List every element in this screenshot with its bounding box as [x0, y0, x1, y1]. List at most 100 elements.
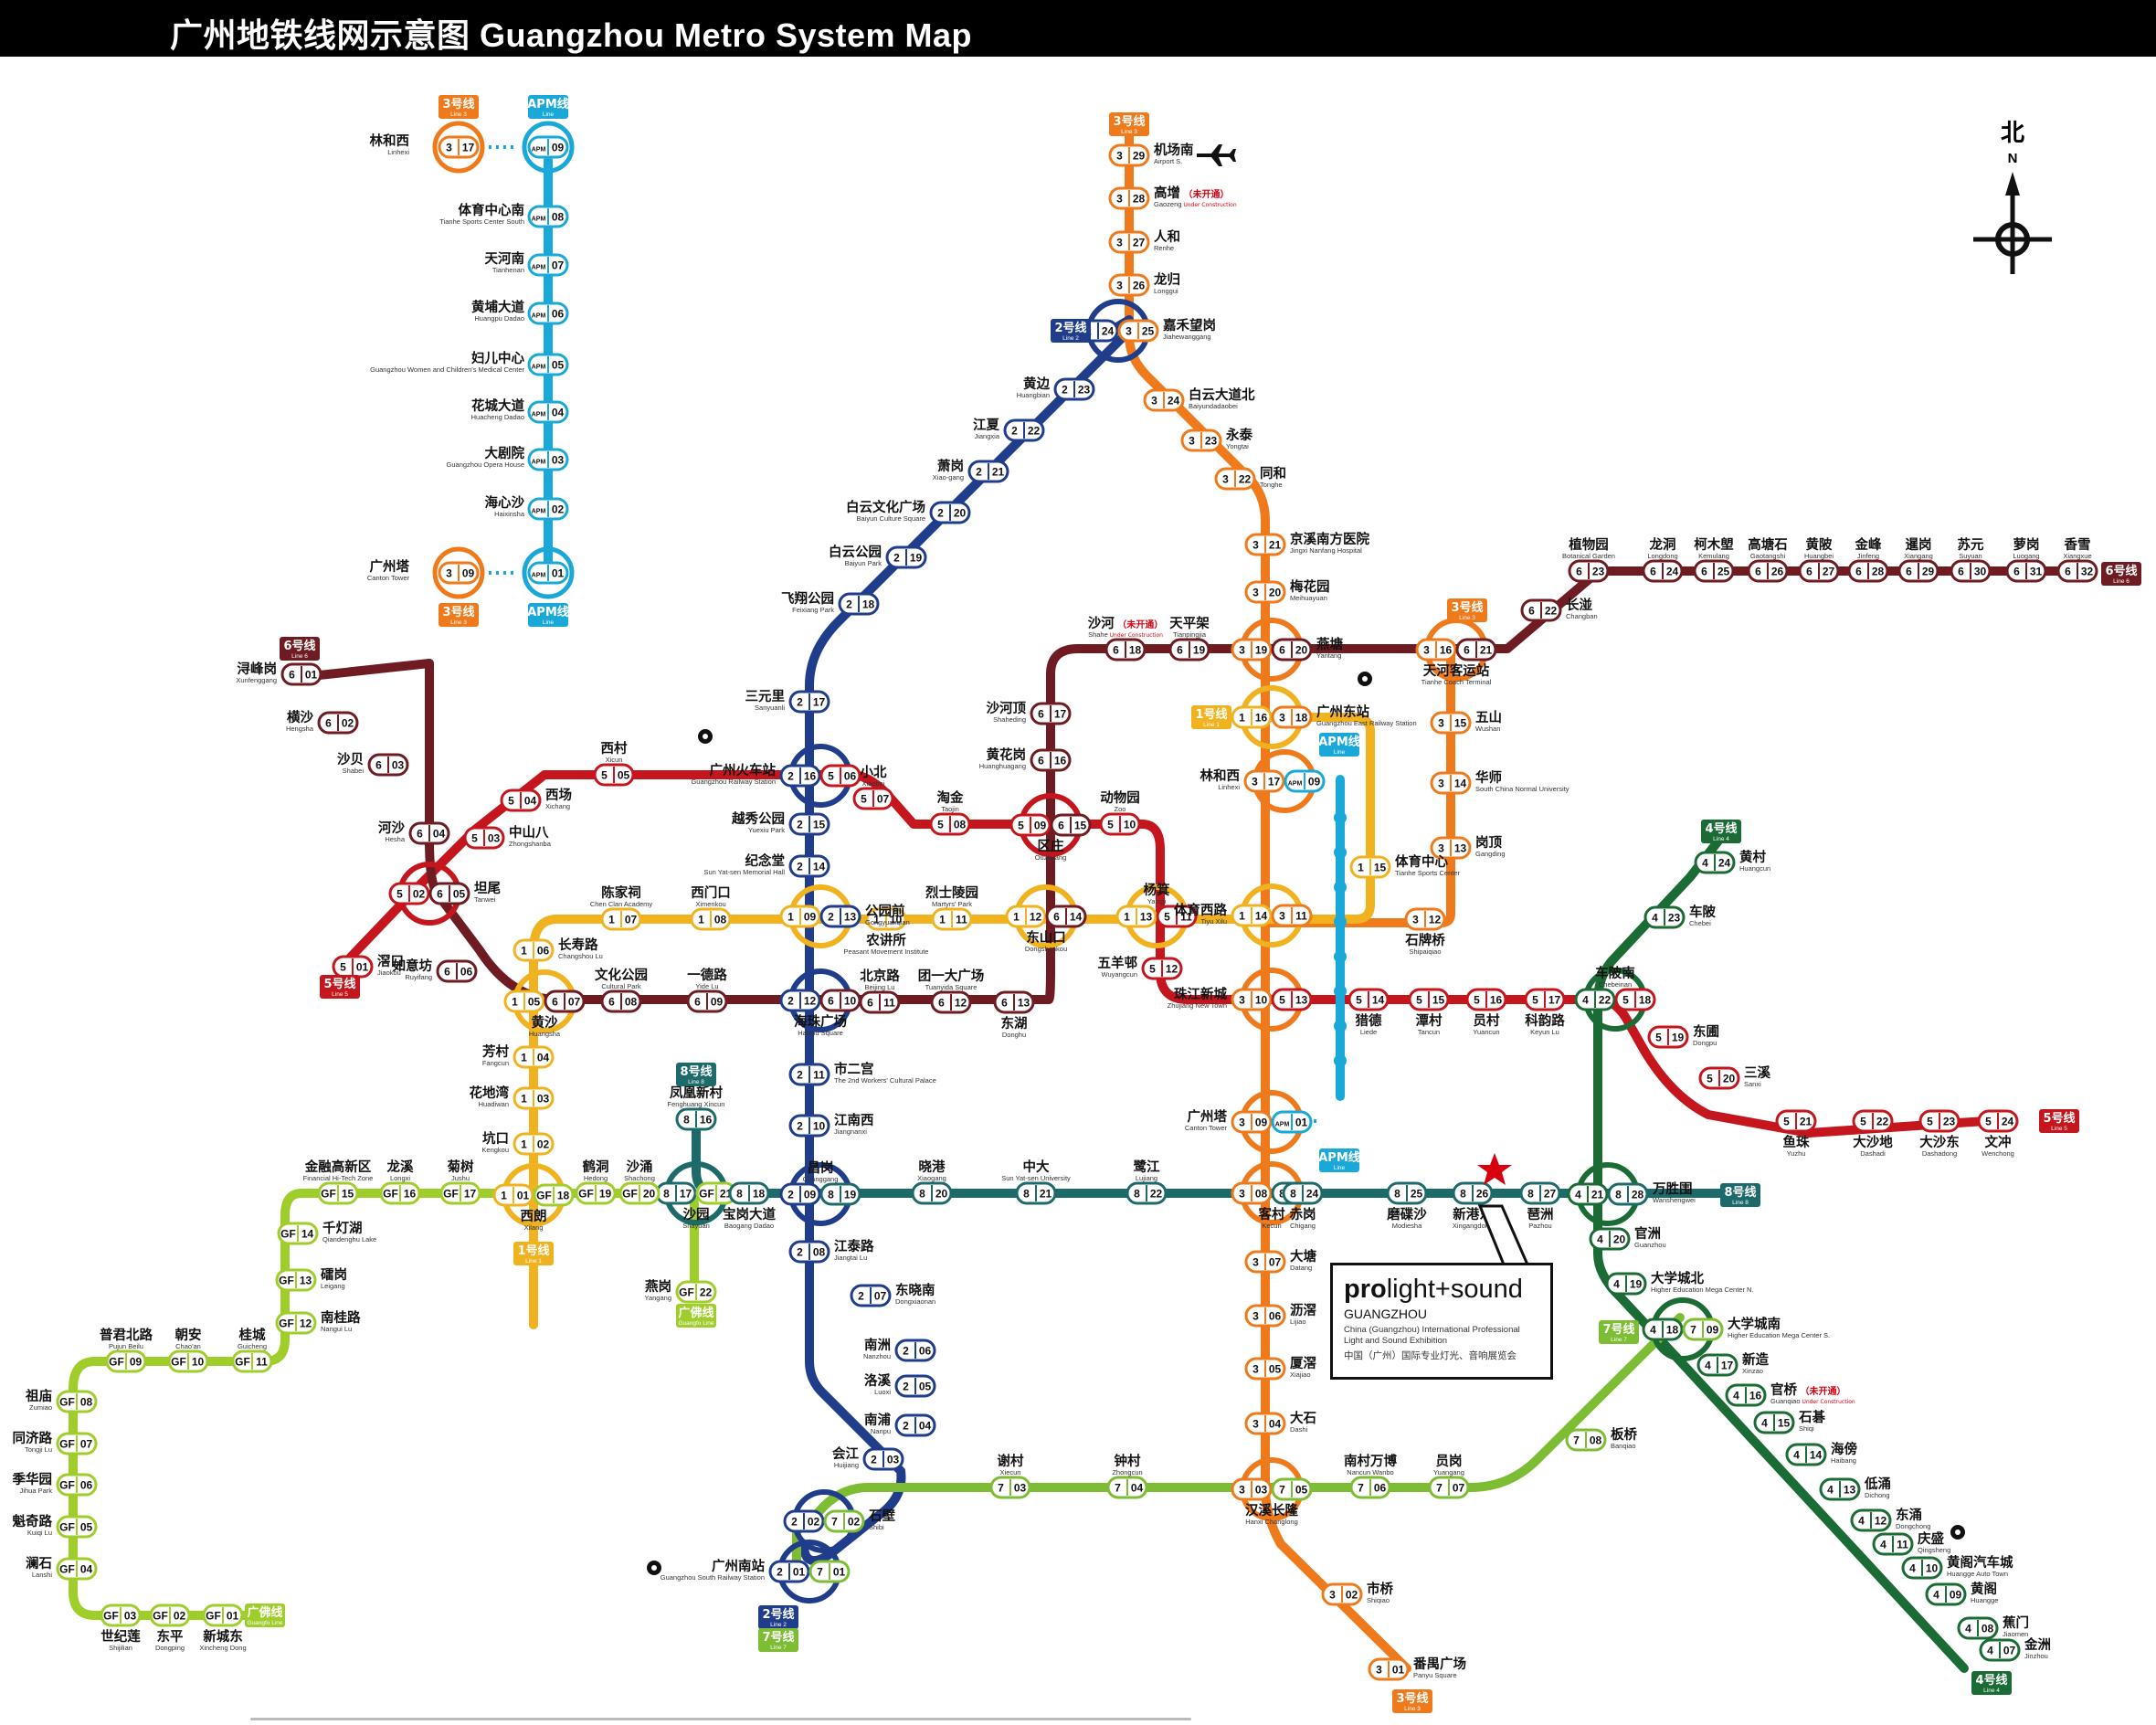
station[interactable]: GF13 — [275, 1268, 317, 1292]
station[interactable]: GF06 — [56, 1473, 98, 1497]
station[interactable]: GF12 — [275, 1311, 317, 1335]
station[interactable]: 624 — [1642, 559, 1684, 583]
station[interactable]: 631 — [2005, 559, 2047, 583]
apm-inset-station[interactable]: APM05 — [527, 353, 569, 376]
station[interactable]: 704 — [1106, 1476, 1148, 1499]
station[interactable]: GF10 — [167, 1349, 209, 1373]
station[interactable]: 816 — [675, 1107, 717, 1131]
station[interactable]: 818 — [728, 1181, 770, 1205]
station[interactable]: 217 — [788, 690, 830, 714]
station[interactable]: 108 — [690, 907, 732, 931]
station[interactable]: 412 — [1850, 1508, 1892, 1532]
station[interactable]: 501 — [332, 955, 374, 979]
station[interactable]: 617 — [1030, 702, 1072, 725]
station[interactable]: 616 — [1030, 748, 1072, 772]
station[interactable]: 604 — [408, 821, 450, 845]
station[interactable]: 303705 — [1231, 1457, 1313, 1521]
station[interactable]: 603 — [367, 753, 409, 777]
station[interactable]: 523 — [1918, 1109, 1960, 1133]
station[interactable]: 507 — [852, 787, 894, 810]
station[interactable]: 508 — [929, 812, 971, 836]
station[interactable]: 421828 — [1567, 1162, 1649, 1226]
station[interactable]: 329 — [1108, 143, 1150, 167]
station[interactable]: 203 — [862, 1447, 904, 1471]
station[interactable]: 524 — [1977, 1109, 2019, 1133]
station[interactable]: 625 — [1693, 559, 1735, 583]
station[interactable]: 612 — [930, 990, 972, 1014]
station[interactable]: 820 — [911, 1181, 953, 1205]
apm-inset-station[interactable]: APM06 — [527, 302, 569, 325]
station[interactable]: GF03 — [100, 1603, 142, 1627]
station[interactable]: 220 — [929, 501, 971, 524]
station[interactable]: 314 — [1430, 771, 1472, 795]
station[interactable]: 105607 — [503, 969, 586, 1033]
station[interactable]: 408 — [1957, 1616, 1999, 1640]
station[interactable]: GF04 — [56, 1557, 98, 1581]
station[interactable]: 415 — [1753, 1411, 1795, 1434]
station[interactable]: 413 — [1819, 1477, 1861, 1501]
station[interactable]: GF15 — [317, 1181, 359, 1205]
station[interactable]: 613 — [993, 990, 1035, 1014]
station[interactable]: 515 — [1408, 988, 1450, 1011]
station[interactable]: GF20 — [618, 1181, 661, 1205]
station[interactable]: 211 — [788, 1063, 830, 1086]
station[interactable]: 312 — [1404, 907, 1446, 931]
station[interactable]: GF17 — [439, 1181, 481, 1205]
station[interactable]: 309APM01 — [1231, 1090, 1313, 1154]
station[interactable]: 302 — [1321, 1582, 1363, 1606]
station[interactable]: 817GF21 — [655, 1161, 737, 1225]
station[interactable]: 628 — [1847, 559, 1889, 583]
station[interactable]: 602 — [317, 711, 359, 735]
station[interactable]: 522 — [1852, 1109, 1894, 1133]
station[interactable]: 221 — [967, 460, 1009, 483]
station[interactable]: 301 — [1368, 1657, 1410, 1681]
station[interactable]: 510 — [1099, 812, 1141, 836]
station[interactable]: 216506 — [779, 744, 861, 808]
station[interactable]: 821 — [1015, 1181, 1057, 1205]
station[interactable]: 222 — [1003, 418, 1045, 442]
station[interactable]: 324 — [1143, 388, 1185, 412]
station[interactable]: 618 — [1104, 638, 1147, 661]
station[interactable]: 826 — [1452, 1181, 1494, 1205]
station[interactable]: 424 — [1694, 851, 1736, 874]
station[interactable]: 626 — [1747, 559, 1789, 583]
station[interactable]: 505 — [593, 763, 635, 787]
station[interactable]: 304 — [1244, 1412, 1286, 1435]
station[interactable]: 423 — [1643, 905, 1686, 929]
station[interactable]: 215 — [788, 812, 830, 836]
station[interactable]: 306 — [1244, 1304, 1286, 1328]
station[interactable]: 321 — [1244, 533, 1286, 556]
station[interactable]: 206 — [894, 1339, 936, 1362]
station[interactable]: 521 — [1775, 1109, 1817, 1133]
station[interactable]: 320 — [1244, 580, 1286, 604]
station[interactable]: 114311 — [1231, 884, 1313, 947]
station[interactable]: 519 — [1647, 1025, 1689, 1049]
station[interactable]: 703 — [989, 1476, 1031, 1499]
apm-inset-station[interactable]: APM08 — [527, 205, 569, 228]
station[interactable]: 627 — [1798, 559, 1840, 583]
station[interactable]: 414 — [1785, 1443, 1827, 1466]
station[interactable]: 202702 — [783, 1489, 865, 1553]
station[interactable]: 824 — [1282, 1181, 1324, 1205]
station[interactable]: 322 — [1214, 467, 1256, 491]
station[interactable]: 517 — [1524, 988, 1566, 1011]
station[interactable]: 708 — [1565, 1428, 1607, 1452]
station[interactable]: 623 — [1568, 559, 1610, 583]
station[interactable]: 101GF18 — [492, 1163, 575, 1227]
station[interactable]: 205 — [894, 1374, 936, 1398]
station[interactable]: 327 — [1108, 230, 1150, 254]
station[interactable]: 323 — [1180, 429, 1222, 452]
station[interactable]: 407 — [1979, 1638, 2021, 1662]
station[interactable]: GF19 — [575, 1181, 617, 1205]
station[interactable]: 418709 — [1642, 1297, 1724, 1361]
station[interactable]: 313 — [1430, 836, 1472, 860]
station[interactable]: 310513 — [1231, 968, 1313, 1032]
station[interactable]: 223 — [1053, 377, 1095, 401]
station[interactable]: 214 — [788, 854, 830, 878]
apm-inset-station[interactable]: APM04 — [527, 400, 569, 424]
station[interactable]: 504 — [500, 788, 542, 812]
station[interactable]: 707 — [1428, 1476, 1470, 1499]
station[interactable]: 514 — [1348, 988, 1390, 1011]
station[interactable]: 630 — [1950, 559, 1992, 583]
station[interactable]: 409 — [1925, 1582, 1967, 1606]
